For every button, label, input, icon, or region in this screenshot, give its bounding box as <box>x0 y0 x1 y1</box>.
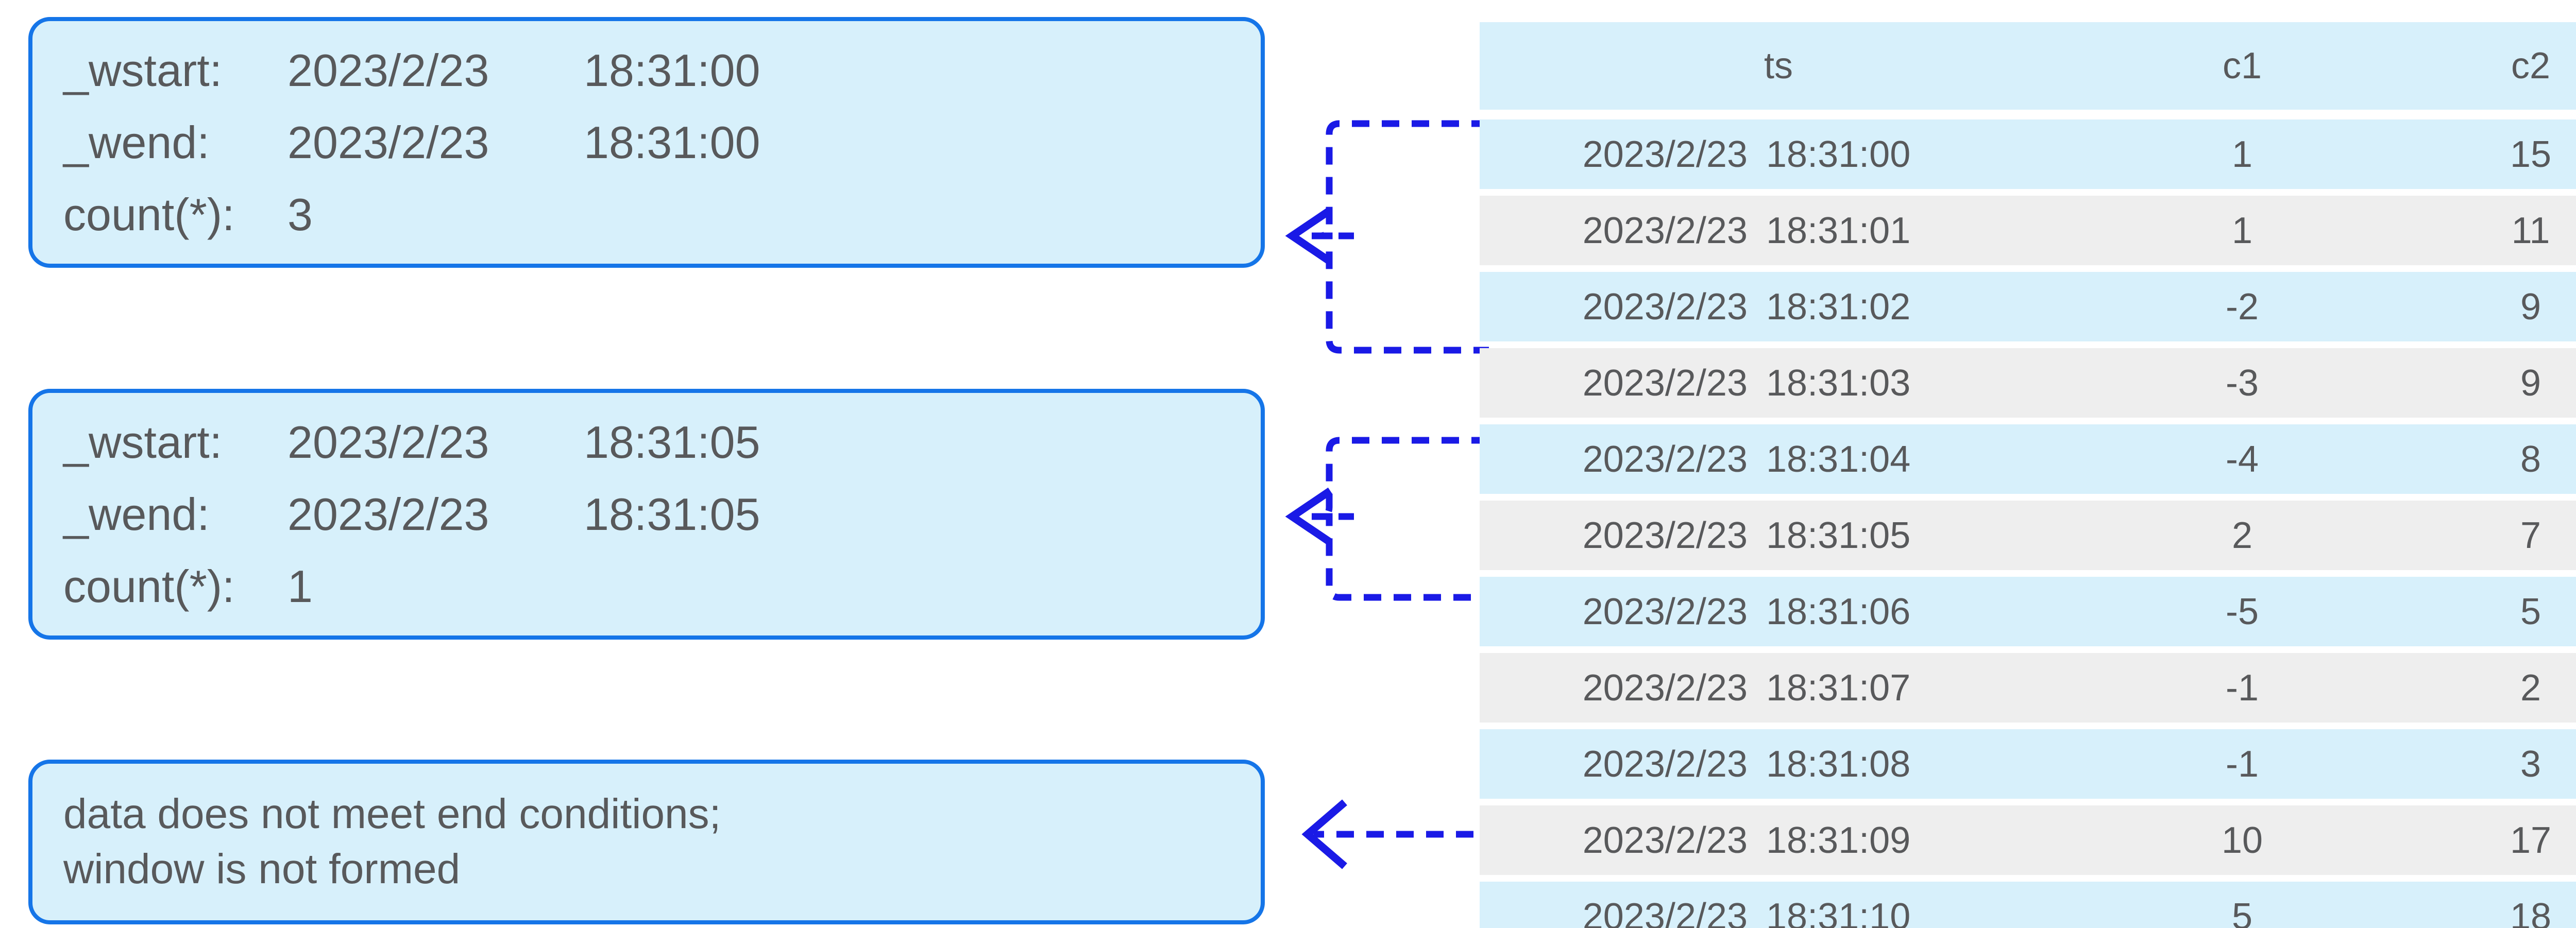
wstart-date: 2023/2/23 <box>287 416 489 468</box>
table-row[interactable]: 2023/2/23 18:31:01 1 11 <box>1480 196 2576 265</box>
cell-ts-time: 18:31:07 <box>1766 667 1911 709</box>
cell-ts-time: 18:31:09 <box>1766 819 1911 861</box>
cell-ts-date: 2023/2/23 <box>1582 514 1748 556</box>
cell-ts-date: 2023/2/23 <box>1582 743 1748 785</box>
cell-ts-date: 2023/2/23 <box>1582 896 1748 928</box>
table-row[interactable]: 2023/2/23 18:31:08 -1 3 <box>1480 729 2576 799</box>
cell-ts-date: 2023/2/23 <box>1582 591 1748 632</box>
wstart-row: _wstart: 2023/2/23 18:31:00 <box>32 35 1261 107</box>
cell-ts-time: 18:31:10 <box>1766 896 1911 928</box>
note-line-2: window is not formed <box>63 846 461 892</box>
cell-c1: -4 <box>2225 438 2259 480</box>
cell-ts-time: 18:31:03 <box>1766 362 1911 404</box>
connector-window-2-bracket <box>1285 437 1489 601</box>
cell-c2: 18 <box>2510 896 2552 928</box>
count-row: count(*): 1 <box>32 551 1261 623</box>
window-result-box-1: _wstart: 2023/2/23 18:31:00 _wend: 2023/… <box>28 17 1265 268</box>
note-line-1: data does not meet end conditions; <box>63 790 721 838</box>
window-not-formed-note-box: data does not meet end conditions; windo… <box>28 760 1265 924</box>
cell-c2: 5 <box>2520 591 2541 632</box>
wstart-time: 18:31:05 <box>584 416 760 468</box>
connector-window-1-bracket <box>1285 120 1489 354</box>
wend-label: _wend: <box>63 116 210 168</box>
table-row[interactable]: 2023/2/23 18:31:10 5 18 <box>1480 882 2576 928</box>
cell-ts-time: 18:31:05 <box>1766 514 1911 556</box>
table-row[interactable]: 2023/2/23 18:31:09 10 17 <box>1480 805 2576 875</box>
cell-ts-time: 18:31:08 <box>1766 743 1911 785</box>
column-header-c1: c1 <box>2222 45 2262 87</box>
wstart-row: _wstart: 2023/2/23 18:31:05 <box>32 406 1261 478</box>
cell-c2: 9 <box>2520 286 2541 328</box>
cell-c1: 1 <box>2231 210 2253 251</box>
cell-c1: -2 <box>2225 286 2259 328</box>
count-value: 1 <box>287 560 313 612</box>
wstart-label: _wstart: <box>63 416 223 468</box>
table-header-row: ts c1 c2 <box>1480 22 2576 110</box>
count-label: count(*): <box>63 188 235 240</box>
wstart-time: 18:31:00 <box>584 44 760 96</box>
cell-ts-date: 2023/2/23 <box>1582 667 1748 709</box>
wend-date: 2023/2/23 <box>287 116 489 168</box>
cell-ts-time: 18:31:01 <box>1766 210 1911 251</box>
cell-c1: 2 <box>2231 514 2253 556</box>
cell-ts-date: 2023/2/23 <box>1582 362 1748 404</box>
cell-ts-date: 2023/2/23 <box>1582 438 1748 480</box>
count-label: count(*): <box>63 560 235 612</box>
cell-c2: 15 <box>2510 133 2552 175</box>
table-row[interactable]: 2023/2/23 18:31:07 -1 2 <box>1480 653 2576 723</box>
wend-date: 2023/2/23 <box>287 488 489 540</box>
cell-c1: 1 <box>2231 133 2253 175</box>
column-header-c2: c2 <box>2511 45 2551 87</box>
table-row[interactable]: 2023/2/23 18:31:05 2 7 <box>1480 501 2576 570</box>
wstart-date: 2023/2/23 <box>287 44 489 96</box>
cell-c2: 11 <box>2511 210 2550 251</box>
cell-c1: 10 <box>2221 819 2263 861</box>
source-data-table: ts c1 c2 2023/2/23 18:31:00 1 15 2023/2/… <box>1480 0 2576 928</box>
table-row[interactable]: 2023/2/23 18:31:04 -4 8 <box>1480 424 2576 494</box>
cell-ts-time: 18:31:06 <box>1766 591 1911 632</box>
cell-c1: -1 <box>2225 667 2259 709</box>
cell-c1: -1 <box>2225 743 2259 785</box>
cell-ts-date: 2023/2/23 <box>1582 286 1748 328</box>
cell-c2: 8 <box>2520 438 2541 480</box>
cell-ts-time: 18:31:02 <box>1766 286 1911 328</box>
wend-time: 18:31:00 <box>584 116 760 168</box>
cell-ts-date: 2023/2/23 <box>1582 210 1748 251</box>
cell-c2: 7 <box>2520 514 2541 556</box>
table-row[interactable]: 2023/2/23 18:31:06 -5 5 <box>1480 577 2576 646</box>
window-result-box-2: _wstart: 2023/2/23 18:31:05 _wend: 2023/… <box>28 389 1265 640</box>
cell-c1: -5 <box>2225 591 2259 632</box>
wend-row: _wend: 2023/2/23 18:31:00 <box>32 107 1261 179</box>
count-value: 3 <box>287 188 313 240</box>
wstart-label: _wstart: <box>63 44 223 96</box>
cell-c2: 3 <box>2520 743 2541 785</box>
table-row[interactable]: 2023/2/23 18:31:03 -3 9 <box>1480 348 2576 418</box>
note-text: data does not meet end conditions; windo… <box>32 787 1261 897</box>
wend-label: _wend: <box>63 488 210 540</box>
cell-ts-date: 2023/2/23 <box>1582 819 1748 861</box>
cell-c2: 9 <box>2520 362 2541 404</box>
cell-ts-time: 18:31:00 <box>1766 133 1911 175</box>
count-row: count(*): 3 <box>32 179 1261 251</box>
table-row[interactable]: 2023/2/23 18:31:00 1 15 <box>1480 119 2576 189</box>
column-header-ts: ts <box>1764 45 1793 87</box>
table-row[interactable]: 2023/2/23 18:31:02 -2 9 <box>1480 272 2576 341</box>
cell-ts-time: 18:31:04 <box>1766 438 1911 480</box>
connector-window-not-formed-arrow <box>1301 799 1473 869</box>
cell-c2: 2 <box>2520 667 2541 709</box>
cell-c2: 17 <box>2510 819 2552 861</box>
cell-c1: 5 <box>2231 896 2253 928</box>
wend-row: _wend: 2023/2/23 18:31:05 <box>32 478 1261 551</box>
cell-ts-date: 2023/2/23 <box>1582 133 1748 175</box>
cell-c1: -3 <box>2225 362 2259 404</box>
wend-time: 18:31:05 <box>584 488 760 540</box>
